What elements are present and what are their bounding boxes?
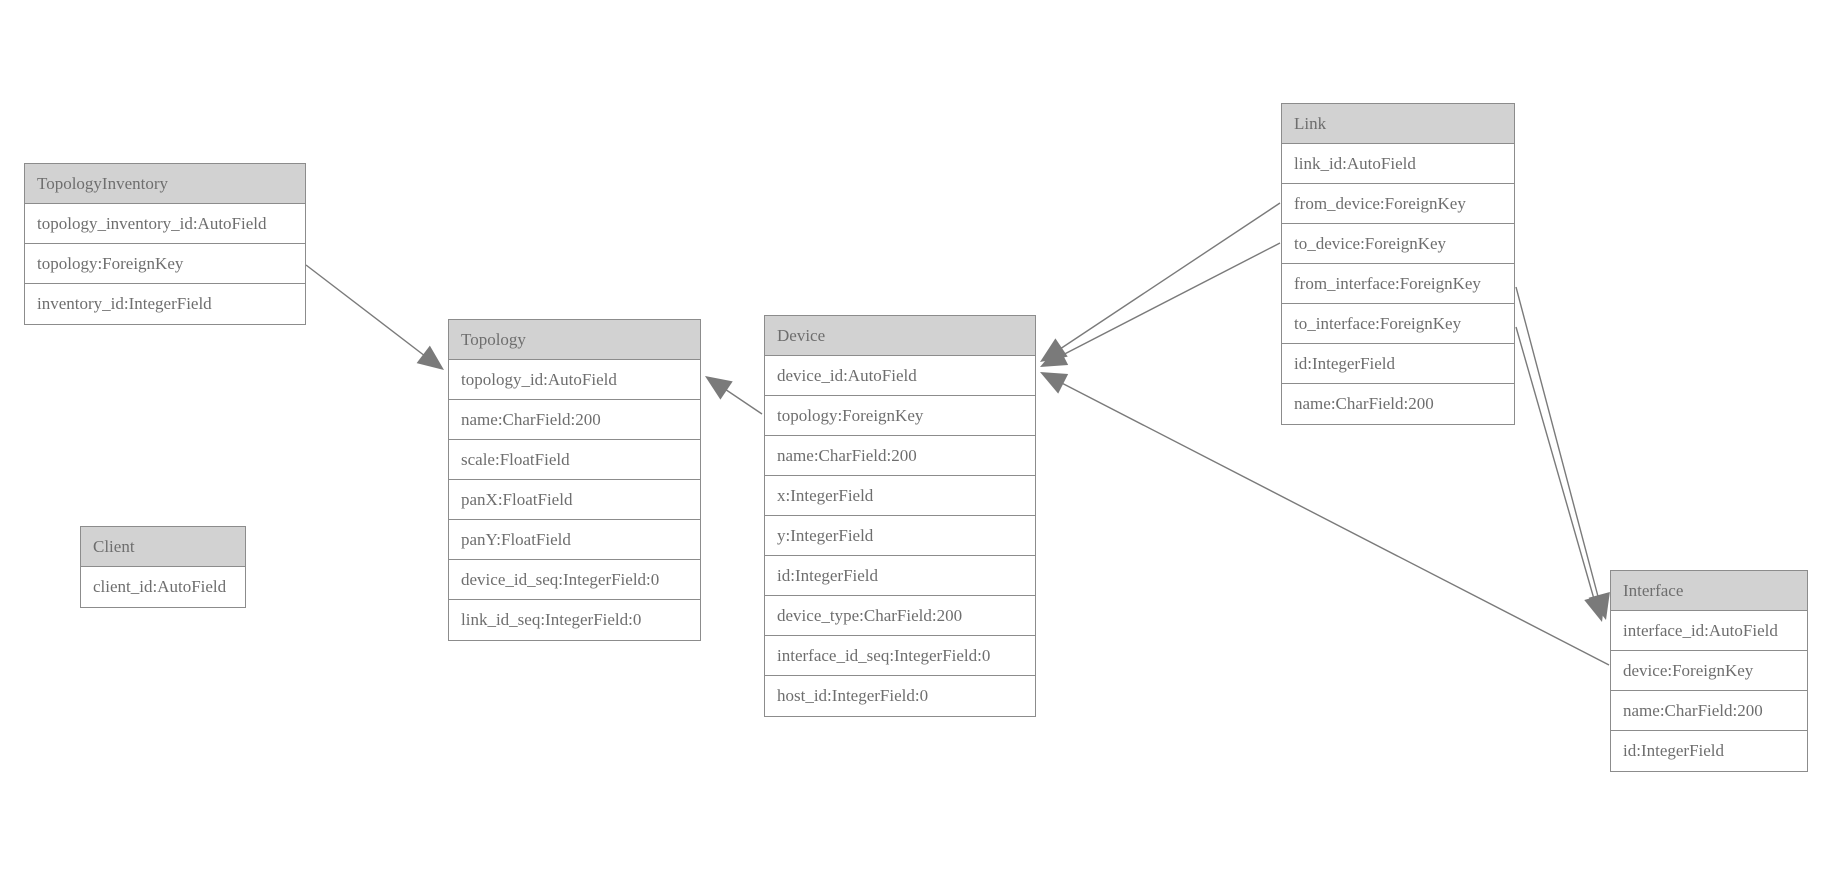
relationship-edge (1040, 202, 1281, 362)
entity-header-topology-inventory: TopologyInventory (25, 164, 305, 204)
entity-field-row: id:IntegerField (1611, 731, 1807, 771)
entity-field-row: x:IntegerField (765, 476, 1035, 516)
entity-field-row: scale:FloatField (449, 440, 700, 480)
entity-field-row: device_id_seq:IntegerField:0 (449, 560, 700, 600)
entity-field-row: panX:FloatField (449, 480, 700, 520)
relationship-line (1050, 202, 1281, 356)
entity-header-client: Client (81, 527, 245, 567)
entity-field-row: name:CharField:200 (1282, 384, 1514, 424)
entity-field-row: device:ForeignKey (1611, 651, 1807, 691)
entity-field-row: client_id:AutoField (81, 567, 245, 607)
entity-field-row: interface_id_seq:IntegerField:0 (765, 636, 1035, 676)
entity-field-row: link_id_seq:IntegerField:0 (449, 600, 700, 640)
relationship-arrowhead (416, 345, 444, 370)
relationship-edge (1515, 286, 1610, 620)
entity-field-row: name:CharField:200 (1611, 691, 1807, 731)
entity-field-row: topology_inventory_id:AutoField (25, 204, 305, 244)
relationship-arrowhead (1040, 338, 1068, 362)
relationship-line (1515, 286, 1601, 605)
entity-field-row: to_interface:ForeignKey (1282, 304, 1514, 344)
entity-field-row: device_id:AutoField (765, 356, 1035, 396)
entity-field-row: y:IntegerField (765, 516, 1035, 556)
entity-header-device: Device (765, 316, 1035, 356)
entity-field-row: from_device:ForeignKey (1282, 184, 1514, 224)
relationship-arrowhead (1040, 372, 1069, 394)
entity-field-row: to_device:ForeignKey (1282, 224, 1514, 264)
relationship-arrowhead (705, 376, 733, 400)
entity-field-row: device_type:CharField:200 (765, 596, 1035, 636)
relationship-line (712, 380, 763, 415)
entity-field-row: topology_id:AutoField (449, 360, 700, 400)
entity-field-row: interface_id:AutoField (1611, 611, 1807, 651)
relationship-line (1515, 326, 1597, 607)
relationship-line (305, 264, 439, 367)
entity-field-row: panY:FloatField (449, 520, 700, 560)
relationship-arrowhead (1584, 593, 1606, 622)
entity-field-row: id:IntegerField (765, 556, 1035, 596)
entity-field-row: link_id:AutoField (1282, 144, 1514, 184)
entity-header-topology: Topology (449, 320, 700, 360)
entity-field-row: topology:ForeignKey (765, 396, 1035, 436)
entity-field-row: from_interface:ForeignKey (1282, 264, 1514, 304)
entity-header-interface: Interface (1611, 571, 1807, 611)
entity-field-row: name:CharField:200 (449, 400, 700, 440)
relationship-arrowhead (1040, 345, 1069, 367)
entity-field-row: inventory_id:IntegerField (25, 284, 305, 324)
relationship-edge (1515, 326, 1606, 622)
entity-field-row: name:CharField:200 (765, 436, 1035, 476)
relationship-line (1050, 242, 1281, 362)
relationship-edge (705, 376, 763, 415)
relationship-edge (1040, 242, 1281, 367)
relationship-edge (305, 264, 444, 370)
entity-field-row: id:IntegerField (1282, 344, 1514, 384)
entity-header-link: Link (1282, 104, 1514, 144)
entity-field-row: topology:ForeignKey (25, 244, 305, 284)
entity-field-row: host_id:IntegerField:0 (765, 676, 1035, 716)
